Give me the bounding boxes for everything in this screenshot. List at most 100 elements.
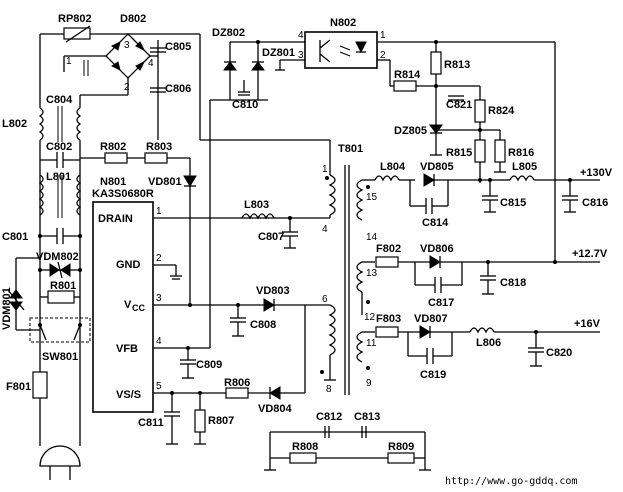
fuse-f802 — [375, 256, 399, 268]
label-c821: C821 — [446, 99, 472, 111]
diode-vd805 — [423, 173, 435, 187]
resistor-r813 — [430, 51, 442, 75]
pin-ic-2: 2 — [156, 253, 162, 264]
label-f802: F802 — [376, 243, 401, 255]
pin-d802-4: 4 — [148, 58, 154, 69]
secondary-16v — [356, 331, 364, 363]
ic-body — [92, 201, 154, 413]
label-c808: C808 — [250, 319, 276, 331]
bridge-rectifier-d802 — [63, 25, 331, 175]
label-vd806: VD806 — [420, 243, 454, 255]
resistor-r801 — [47, 290, 75, 304]
label-c811: C811 — [138, 417, 164, 429]
label-f801: F801 — [6, 381, 31, 393]
resistor-r809 — [387, 452, 415, 464]
fuse-f801 — [32, 371, 48, 399]
secondary-130v — [356, 179, 364, 221]
label-l806: L806 — [476, 337, 501, 349]
resistor-r807 — [194, 409, 206, 433]
pin-n802-1: 1 — [380, 30, 386, 41]
pin-n802-2: 2 — [380, 50, 386, 61]
label-ic-part: KA3S0680R — [92, 188, 154, 200]
label-c804: C804 — [46, 94, 73, 106]
label-n802: N802 — [330, 17, 356, 29]
pin-t-14: 14 — [366, 232, 378, 243]
resistor-r814 — [393, 80, 417, 92]
resistor-r824 — [474, 99, 486, 123]
label-r815: R815 — [446, 147, 472, 159]
label-vd807: VD807 — [414, 313, 448, 325]
secondary-12v — [356, 261, 364, 293]
inductor-l805 — [509, 175, 535, 182]
diode-vd807 — [419, 325, 431, 339]
label-sw801: SW801 — [42, 351, 78, 363]
label-c818: C818 — [500, 277, 526, 289]
label-vd801: VD801 — [148, 176, 182, 188]
pin-label-vss: VS/S — [116, 389, 141, 401]
pin-n802-4: 4 — [298, 30, 304, 41]
output-16v — [375, 325, 600, 367]
feedback-section — [164, 100, 330, 445]
label-c801: C801 — [2, 231, 28, 243]
label-r816: R816 — [508, 147, 534, 159]
label-vdm801: VDM801 — [1, 287, 13, 330]
inductor-l801 — [38, 174, 44, 216]
label-r803: R803 — [146, 141, 172, 153]
label-f803: F803 — [376, 313, 401, 325]
pin-t-11: 11 — [366, 338, 377, 349]
component-labels: RP802 D802 C805 C806 C804 L802 C802 L801… — [1, 13, 608, 453]
label-c817: C817 — [428, 297, 454, 309]
label-12-7v: +12.7V — [572, 248, 608, 260]
label-c819: C819 — [420, 369, 446, 381]
label-r824: R824 — [488, 105, 515, 117]
label-c802: C802 — [46, 141, 72, 153]
pin-label-drain: DRAIN — [98, 213, 133, 225]
pin-t-1: 1 — [322, 164, 328, 175]
label-c805: C805 — [165, 41, 191, 53]
label-16v: +16V — [574, 318, 601, 330]
label-r809: R809 — [388, 441, 414, 453]
aux-winding — [328, 304, 336, 356]
optocoupler-n802 — [304, 31, 378, 69]
pin-t-9: 9 — [366, 378, 372, 389]
label-c810: C810 — [232, 99, 258, 111]
zener-dz801 — [251, 61, 265, 71]
optocoupler-section — [210, 31, 555, 183]
resistor-r808 — [289, 452, 317, 464]
label-l802: L802 — [2, 118, 27, 130]
label-l805: L805 — [512, 161, 537, 173]
label-c813: C813 — [354, 411, 380, 423]
primary-winding — [328, 174, 336, 216]
pin-n802-3: 3 — [298, 50, 304, 61]
label-vd805: VD805 — [420, 161, 454, 173]
varistor-vdm802 — [49, 263, 60, 277]
ac-plug-icon — [39, 445, 81, 467]
resistor-r803 — [144, 152, 168, 164]
resistor-r806 — [225, 387, 249, 399]
label-c807: C807 — [258, 231, 284, 243]
pin-label-vcc: V — [124, 299, 132, 311]
pin-ic-1: 1 — [156, 206, 162, 217]
label-t801: T801 — [338, 143, 363, 155]
label-rp802: RP802 — [58, 13, 92, 25]
label-r802: R802 — [100, 141, 126, 153]
pin-ic-5: 5 — [156, 381, 162, 392]
label-c806: C806 — [165, 83, 191, 95]
label-r806: R806 — [224, 377, 250, 389]
label-r808: R808 — [292, 441, 318, 453]
label-l804: L804 — [380, 161, 406, 173]
resistor-r802 — [104, 152, 128, 164]
output-12v — [375, 42, 600, 295]
inductor-l804 — [374, 175, 400, 182]
diode-vd803 — [263, 298, 275, 312]
label-r807: R807 — [208, 415, 234, 427]
label-dz802: DZ802 — [212, 27, 245, 39]
pin-t-12: 12 — [364, 312, 376, 323]
label-c815: C815 — [500, 197, 526, 209]
diode-vd801 — [183, 175, 197, 187]
watermark-url: http://www.go-gddq.com — [445, 476, 577, 487]
label-dz801: DZ801 — [262, 47, 295, 59]
bottom-network — [264, 426, 431, 471]
label-vdm802: VDM802 — [36, 251, 79, 263]
pin-d802-2: 2 — [124, 82, 130, 93]
